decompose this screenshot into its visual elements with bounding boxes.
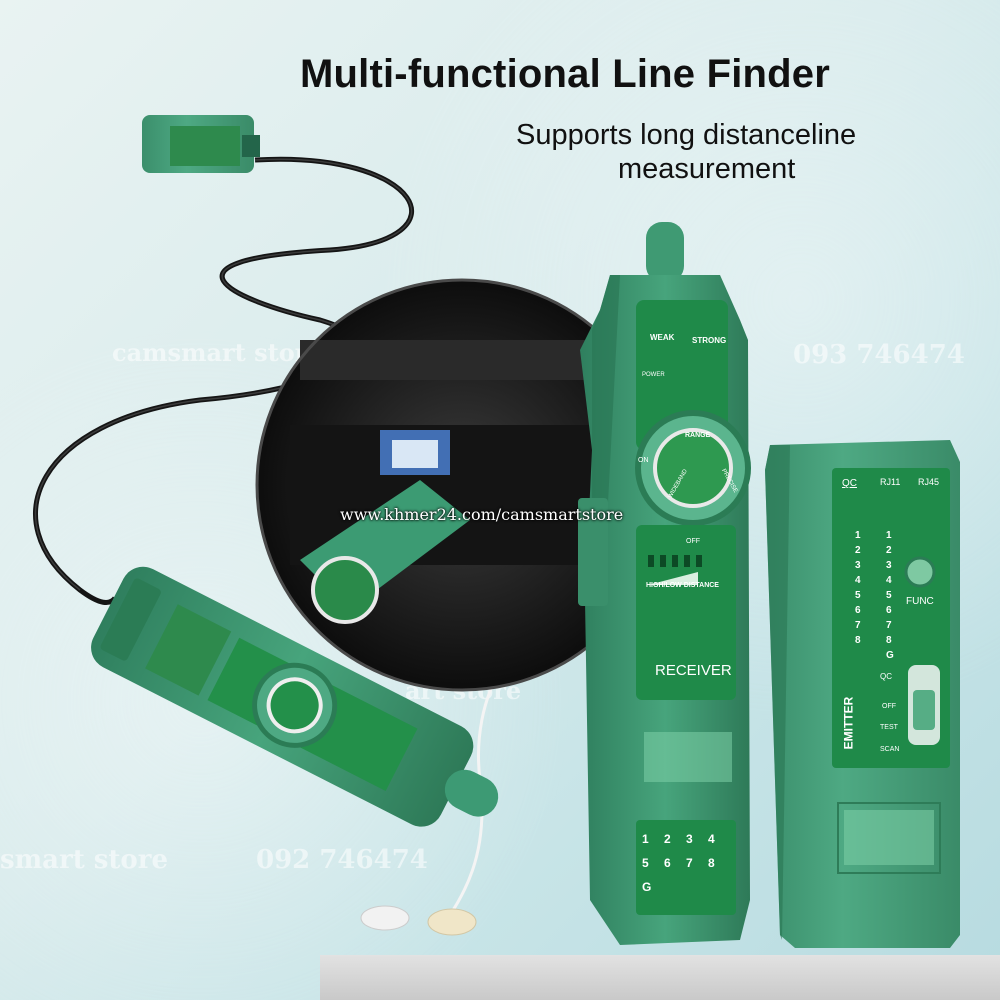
emitter-pin: 6 bbox=[886, 605, 892, 616]
receiver-pin-grid: 1 2 3 4 5 6 7 8 G bbox=[642, 832, 732, 894]
emitter-qc-header: QC bbox=[842, 478, 857, 489]
emitter-pin: 7 bbox=[855, 620, 861, 631]
page-subtitle: Supports long distanceline measurement bbox=[516, 118, 936, 186]
emitter-device bbox=[765, 440, 960, 948]
emitter-pin: 5 bbox=[855, 590, 861, 601]
emitter-mode-test: TEST bbox=[880, 724, 898, 731]
watermark-store-2: smart store bbox=[0, 845, 168, 875]
emitter-pin: 2 bbox=[855, 545, 861, 556]
receiver-pin: G bbox=[642, 880, 652, 894]
receiver-power-label: POWER bbox=[642, 372, 665, 378]
receiver-pin: 3 bbox=[686, 832, 693, 846]
subtitle-line-1: Supports long distanceline bbox=[516, 119, 857, 151]
receiver-pin: 7 bbox=[686, 856, 693, 870]
receiver-pin: 8 bbox=[708, 856, 715, 870]
emitter-mode-off: OFF bbox=[882, 703, 896, 710]
emitter-rj45-label: RJ45 bbox=[918, 477, 940, 487]
emitter-pin: 7 bbox=[886, 620, 892, 631]
emitter-pin: 1 bbox=[855, 530, 861, 541]
emitter-pin: 4 bbox=[855, 575, 861, 586]
emitter-mode-qc: QC bbox=[880, 672, 892, 681]
receiver-brand-label: RECEIVER bbox=[655, 662, 732, 679]
emitter-rj11-label: RJ11 bbox=[880, 477, 901, 487]
receiver-pin: 6 bbox=[664, 856, 671, 870]
receiver-strong-label: STRONG bbox=[692, 336, 727, 345]
emitter-pin: 5 bbox=[886, 590, 892, 601]
receiver-pin: 2 bbox=[664, 832, 671, 846]
receiver-pin: 5 bbox=[642, 856, 649, 870]
emitter-pin: 2 bbox=[886, 545, 892, 556]
receiver-weak-label: WEAK bbox=[650, 333, 675, 342]
dial-on-label: ON bbox=[638, 457, 649, 464]
distance-label: HIGH/LOW DISTANCE bbox=[646, 582, 719, 589]
watermark-store-1: camsmart store bbox=[112, 338, 323, 367]
watermark-phone-2: 092 746474 bbox=[256, 845, 428, 875]
receiver-standing bbox=[578, 222, 751, 945]
receiver-pin: 4 bbox=[708, 832, 715, 846]
receiver-lying bbox=[91, 566, 499, 827]
watermark-phone-1: 093 746474 bbox=[793, 340, 965, 370]
emitter-pin: 1 bbox=[886, 530, 892, 541]
emitter-pin: 8 bbox=[855, 635, 861, 646]
emitter-pin: 8 bbox=[886, 635, 892, 646]
emitter-pin: 3 bbox=[886, 560, 892, 571]
page-title: Multi-functional Line Finder bbox=[300, 52, 830, 96]
watermark-url: www.khmer24.com/camsmartstore bbox=[340, 505, 624, 524]
emitter-mode-scan: SCAN bbox=[880, 746, 900, 753]
emitter-pin: 3 bbox=[855, 560, 861, 571]
floor-surface bbox=[320, 955, 1000, 1000]
emitter-rj11-pins: 1 2 3 4 5 6 7 8 bbox=[855, 530, 861, 646]
remote-unit bbox=[142, 115, 260, 173]
emitter-func-label: FUNC bbox=[906, 596, 934, 607]
dial-range-label: RANGE bbox=[685, 432, 711, 439]
emitter-pin: 4 bbox=[886, 575, 892, 586]
dial-off-label: OFF bbox=[686, 538, 700, 545]
emitter-pin: G bbox=[886, 650, 894, 661]
emitter-pin: 6 bbox=[855, 605, 861, 616]
subtitle-line-2: measurement bbox=[618, 153, 796, 185]
earphones bbox=[360, 905, 477, 936]
emitter-brand-label: EMITTER bbox=[841, 696, 856, 750]
emitter-rj45-pins: 1 2 3 4 5 6 7 8 G bbox=[886, 530, 894, 661]
receiver-pin: 1 bbox=[642, 832, 649, 846]
